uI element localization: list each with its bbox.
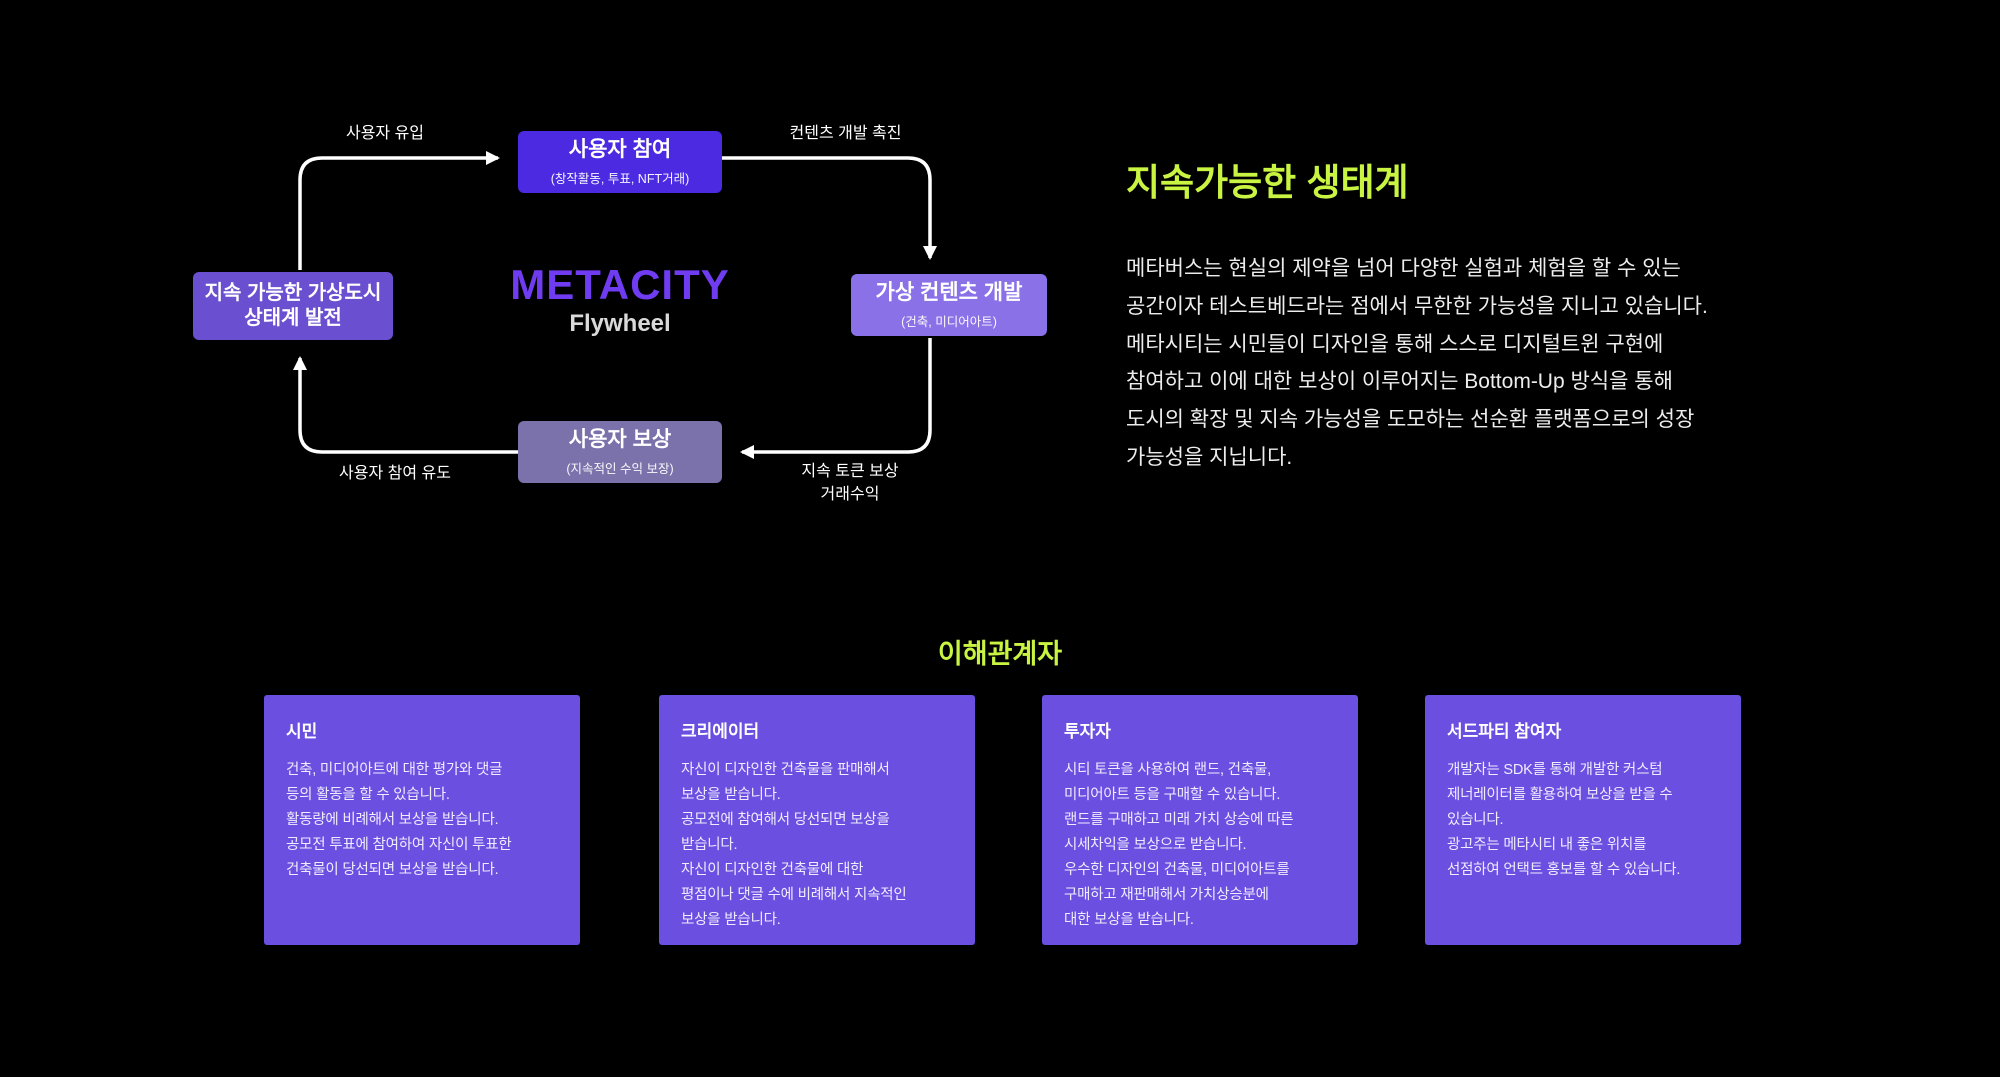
stakeholders-title: 이해관계자 (937, 639, 1063, 669)
flywheel-center-brand: METACITY Flywheel (470, 264, 770, 338)
ecosystem-title: 지속가능한 생태계 (1126, 162, 1409, 203)
node-user-reward: 사용자 보상 (지속적인 수익 보장) (518, 421, 722, 483)
flywheel-arrows (293, 151, 937, 459)
node-title: 가상 컨텐츠 개발 (875, 281, 1023, 305)
card-title: 투자자 (1064, 722, 1111, 741)
node-subtitle: (지속적인 수익 보장) (566, 461, 674, 476)
arrow-label-participation-induce: 사용자 참여 유도 (339, 465, 451, 482)
arrow-label-token-reward: 지속 토큰 보상 거래수익 (801, 463, 899, 504)
brand-title: METACITY (510, 261, 730, 308)
node-city-ecosystem-growth: 지속 가능한 가상도시 상태계 발전 (193, 272, 393, 340)
stakeholder-card-investor: 투자자 시티 토큰을 사용하여 랜드, 건축물, 미디어아트 등을 구매할 수 … (1042, 695, 1358, 945)
node-subtitle: (창작활동, 투표, NFT거래) (550, 171, 690, 186)
stakeholder-card-citizen: 시민 건축, 미디어아트에 대한 평가와 댓글 등의 활동을 할 수 있습니다.… (264, 695, 580, 945)
card-body: 시티 토큰을 사용하여 랜드, 건축물, 미디어아트 등을 구매할 수 있습니다… (1064, 762, 1294, 928)
card-body: 건축, 미디어아트에 대한 평가와 댓글 등의 활동을 할 수 있습니다. 활동… (286, 762, 512, 878)
node-title: 지속 가능한 가상도시 상태계 발전 (204, 282, 382, 329)
stakeholder-card-thirdparty: 서드파티 참여자 개발자는 SDK를 통해 개발한 커스텀 제너레이터를 활용하… (1425, 695, 1741, 945)
arrow-label-content-boost: 컨텐츠 개발 촉진 (789, 125, 902, 142)
arrow-label-user-inflow: 사용자 유입 (345, 125, 425, 142)
arrow-right-to-bottom (740, 338, 932, 459)
node-title: 사용자 참여 (568, 138, 672, 162)
node-user-participation: 사용자 참여 (창작활동, 투표, NFT거래) (518, 131, 722, 193)
arrow-bottom-to-left (293, 356, 518, 454)
card-title: 시민 (286, 722, 318, 741)
arrow-left-to-top (298, 151, 500, 270)
arrow-top-to-right (722, 156, 937, 260)
node-content-development: 가상 컨텐츠 개발 (건축, 미디어아트) (851, 274, 1047, 336)
brand-subtitle: Flywheel (569, 310, 671, 337)
ecosystem-body: 메타버스는 현실의 제약을 넘어 다양한 실험과 체험을 할 수 있는 공간이자… (1126, 257, 1708, 469)
card-body: 자신이 디자인한 건축물을 판매해서 보상을 받습니다. 공모전에 참여해서 당… (681, 762, 907, 928)
node-title: 사용자 보상 (568, 428, 672, 452)
card-title: 서드파티 참여자 (1447, 722, 1562, 741)
card-body: 개발자는 SDK를 통해 개발한 커스텀 제너레이터를 활용하여 보상을 받을 … (1447, 762, 1681, 878)
card-title: 크리에이터 (681, 722, 760, 741)
node-subtitle: (건축, 미디어아트) (901, 314, 997, 329)
stakeholder-card-creator: 크리에이터 자신이 디자인한 건축물을 판매해서 보상을 받습니다. 공모전에 … (659, 695, 975, 945)
